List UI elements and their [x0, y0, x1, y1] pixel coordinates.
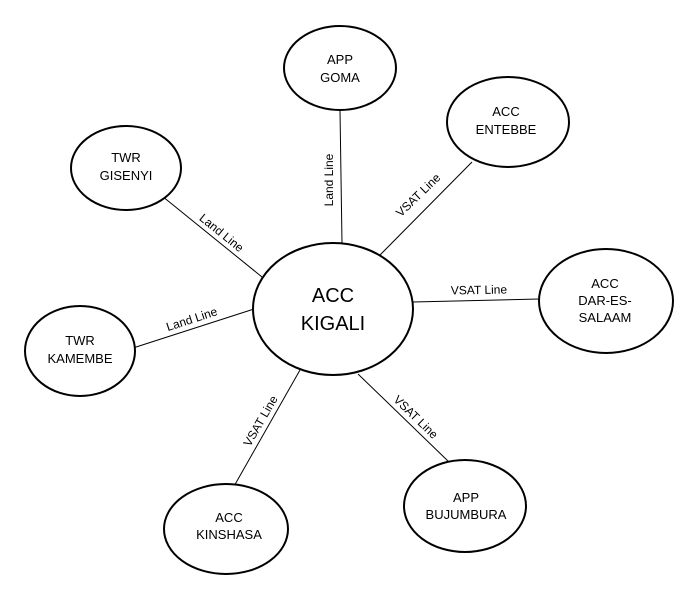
node-twr-gisenyi: TWR GISENYI	[70, 125, 182, 211]
node-acc-kinshasa: ACC KINSHASA	[163, 483, 289, 575]
link-gisenyi-line	[161, 195, 263, 278]
link-kinshasa-line	[232, 369, 301, 489]
node-acc-kigali-line1: ACC	[312, 285, 354, 307]
link-label-goma: Land Line	[322, 153, 336, 206]
link-label-kamembe: Land Line	[165, 304, 220, 334]
link-label-gisenyi: Land Line	[197, 211, 247, 255]
node-twr-gisenyi-line2: GISENYI	[100, 168, 153, 183]
node-twr-kamembe: TWR KAMEMBE	[24, 305, 136, 397]
node-app-goma: APP GOMA	[283, 25, 397, 111]
node-app-goma-line1: APP	[327, 52, 353, 67]
node-app-bujumbura-line2: BUJUMBURA	[426, 507, 507, 522]
node-acc-entebbe-line1: ACC	[492, 104, 519, 119]
link-goma-line	[339, 109, 343, 244]
node-app-bujumbura-line1: APP	[453, 490, 479, 505]
link-label-entebbe: VSAT Line	[393, 170, 443, 219]
node-twr-kamembe-line1: TWR	[65, 333, 95, 348]
node-acc-entebbe-line2: ENTEBBE	[476, 122, 537, 137]
node-acc-kigali-line2: KIGALI	[301, 313, 365, 335]
node-acc-kigali: ACC KIGALI	[252, 242, 414, 376]
node-app-bujumbura: APP BUJUMBURA	[403, 459, 527, 553]
node-acc-dar-line2: DAR-ES-	[578, 293, 631, 308]
node-twr-gisenyi-line1: TWR	[111, 150, 141, 165]
node-acc-entebbe: ACC ENTEBBE	[446, 76, 570, 168]
link-kamembe-line	[132, 308, 255, 349]
link-label-bujumbura: VSAT Line	[391, 393, 441, 442]
link-label-kinshasa: VSAT Line	[240, 393, 280, 449]
link-entebbe-line	[379, 161, 473, 256]
link-label-dar: VSAT Line	[451, 283, 508, 298]
node-acc-dar-es-salaam: ACC DAR-ES- SALAAM	[538, 248, 674, 354]
node-twr-kamembe-line2: KAMEMBE	[47, 351, 112, 366]
link-dar-line	[412, 298, 540, 303]
node-acc-kinshasa-line1: ACC	[215, 510, 242, 525]
node-acc-dar-line1: ACC	[591, 276, 618, 291]
node-acc-dar-line3: SALAAM	[579, 310, 632, 325]
link-bujumbura-line	[357, 373, 450, 463]
node-acc-kinshasa-line2: KINSHASA	[196, 527, 262, 542]
node-app-goma-line2: GOMA	[320, 70, 360, 85]
